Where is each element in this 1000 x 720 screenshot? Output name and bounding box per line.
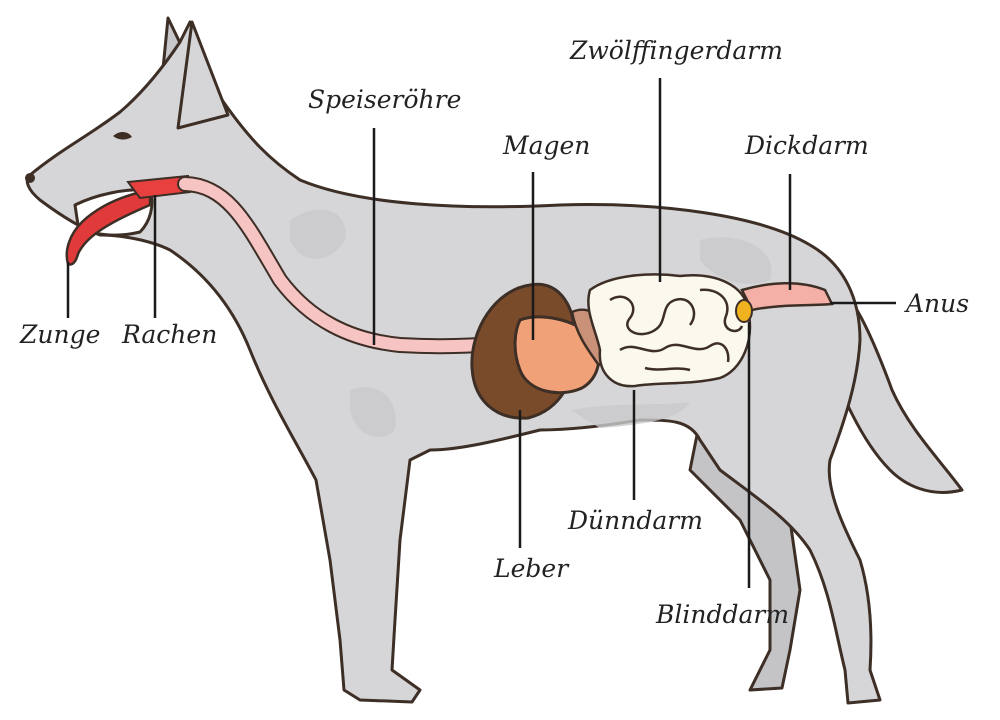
label-anus: Anus (906, 289, 970, 318)
label-zunge: Zunge (20, 320, 101, 349)
esophagus-fill (179, 178, 531, 353)
intestines (587, 273, 752, 388)
label-duenndarm: Dünndarm (568, 506, 703, 535)
colon (740, 282, 834, 312)
label-dickdarm: Dickdarm (745, 131, 869, 160)
body-shading (290, 209, 772, 438)
label-magen: Magen (503, 131, 591, 160)
nose (25, 173, 35, 183)
eye (113, 131, 132, 140)
leader-lines (66, 78, 896, 588)
stomach (513, 315, 601, 395)
label-speiseroehre: Speiseröhre (308, 85, 462, 114)
cecum (735, 299, 753, 323)
dog-body (25, 20, 882, 705)
label-rachen: Rachen (122, 320, 218, 349)
label-blinddarm: Blinddarm (656, 600, 790, 629)
face-details (25, 131, 132, 183)
label-zwoelffingerdarm: Zwölffingerdarm (570, 36, 783, 65)
near-ear (176, 20, 230, 130)
label-leber: Leber (494, 554, 569, 583)
